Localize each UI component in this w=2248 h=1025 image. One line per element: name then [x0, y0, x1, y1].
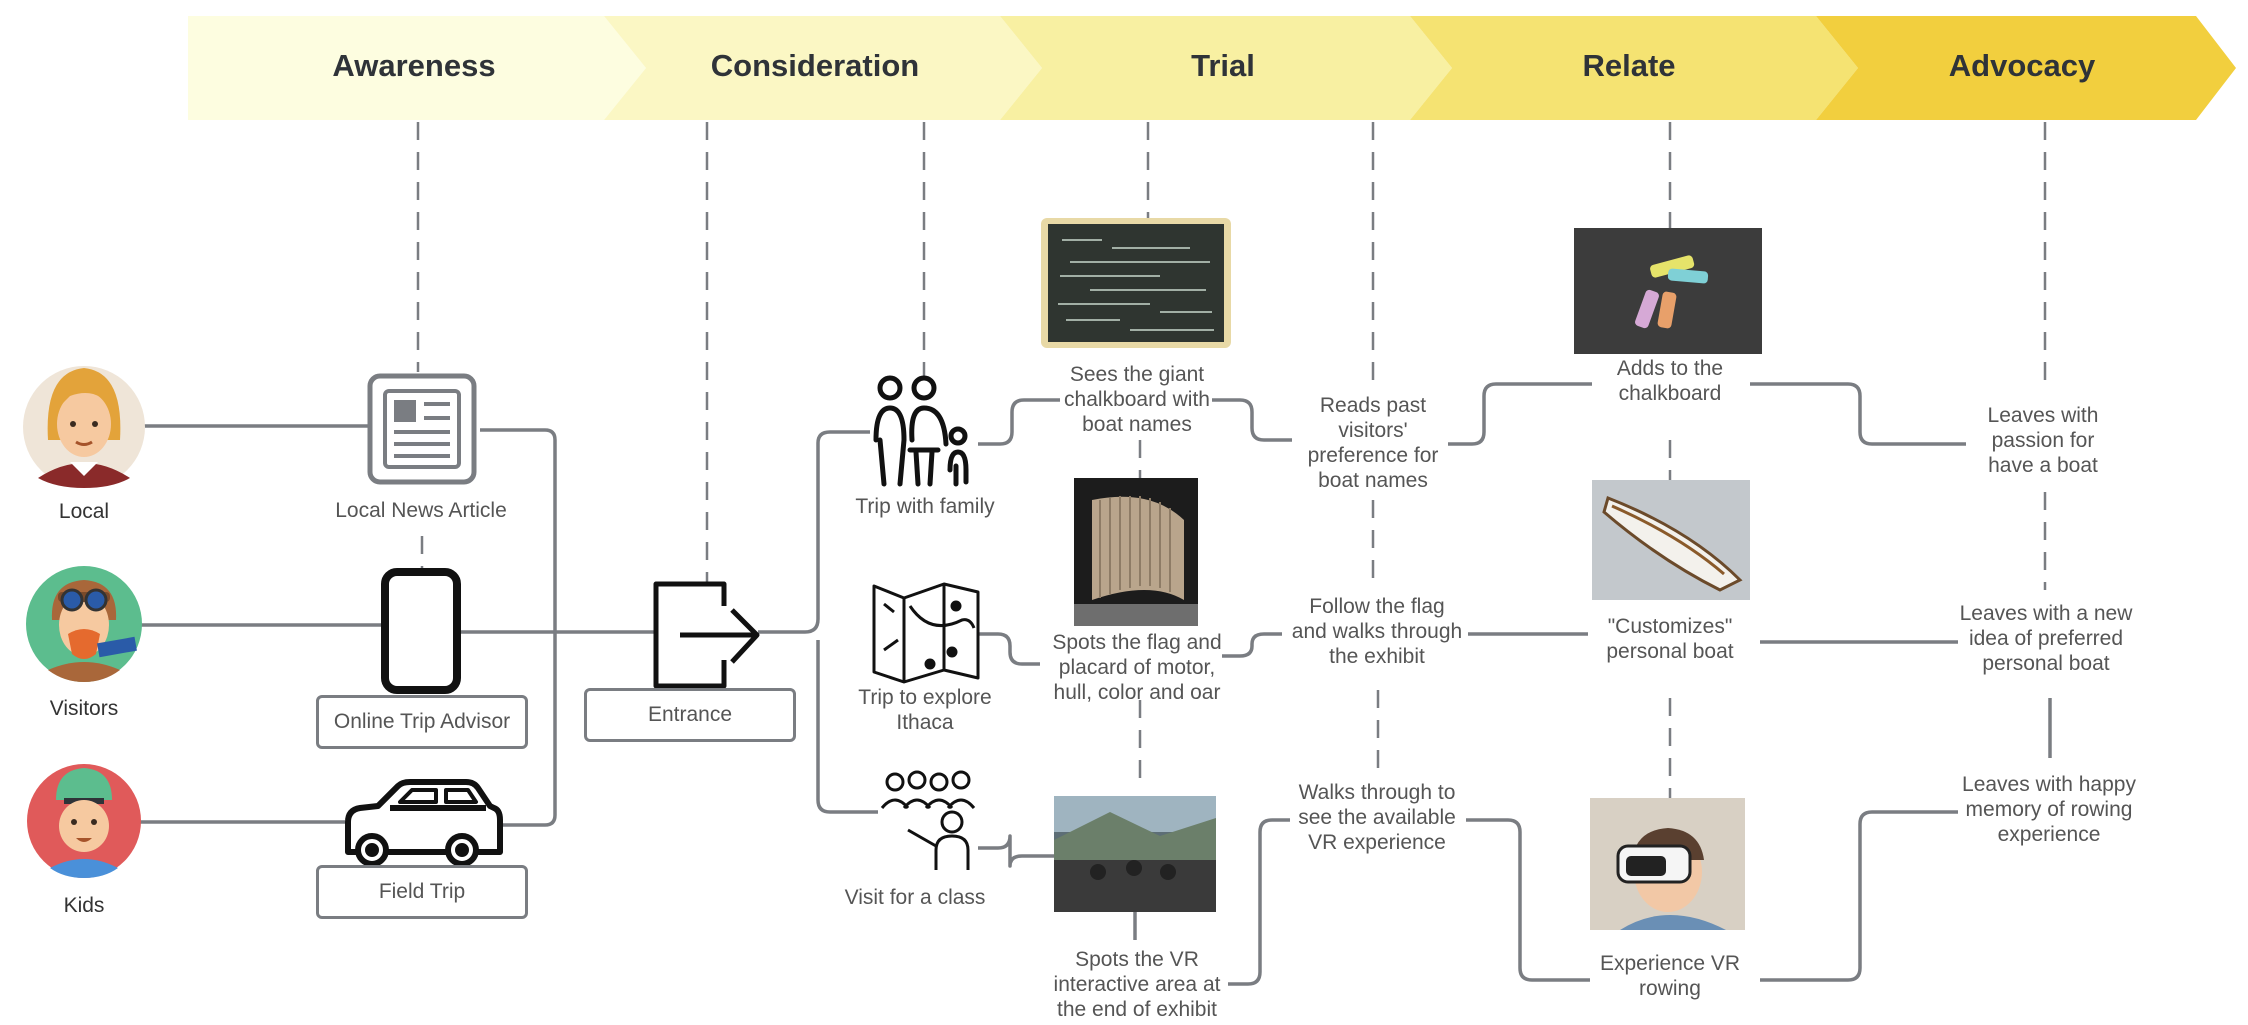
woman-avatar-icon: [23, 366, 145, 488]
trial-label-walks: Walks through to see the available VR ex…: [1298, 781, 1456, 854]
trial-label-follow: Follow the flag and walks through the ex…: [1291, 595, 1463, 668]
channel-box-online: Online Trip Advisor: [316, 695, 528, 749]
dashed-guides: [416, 122, 2047, 800]
vr-headset-photo: [1590, 798, 1745, 930]
car-icon: [345, 779, 503, 867]
channel-label-news: Local News Article: [335, 499, 507, 522]
trial-label-chalkboard: Sees the giant chalkboard with boat name…: [1064, 363, 1210, 436]
trial-label-reads: Reads past visitors' preference for boat…: [1307, 394, 1439, 492]
map-icon: [872, 582, 980, 684]
persona-label-visitors: Visitors: [49, 697, 119, 720]
entrance-icon: [653, 581, 760, 689]
relate-label-experience: Experience VR rowing: [1599, 952, 1741, 1000]
stage-title-trial: Trial: [1191, 48, 1255, 83]
smartphone-icon: [381, 568, 461, 694]
stage-arrow-advocacy: [1816, 16, 2236, 120]
stage-title-advocacy: Advocacy: [1949, 48, 2096, 83]
chalkboard-photo: [1041, 218, 1231, 348]
vr-room-photo: [1054, 796, 1216, 912]
wooden-boat-photo: [1592, 480, 1750, 600]
advocacy-label-passion: Leaves with passion for have a boat: [1987, 404, 2099, 477]
stage-banner: Awareness Consideration Trial Relate Adv…: [188, 16, 2236, 120]
stage-arrow-trial: [1000, 16, 1452, 120]
channel-box-field: Field Trip: [316, 865, 528, 919]
stage-title-awareness: Awareness: [332, 48, 495, 83]
trip-label-family: Trip with family: [855, 495, 995, 518]
chalk-pieces-photo: [1574, 228, 1762, 354]
trip-label-ithaca: Trip to explore Ithaca: [858, 686, 992, 734]
newspaper-icon: [367, 373, 477, 485]
stage-arrow-consideration: [604, 16, 1042, 120]
child-avatar-icon: [27, 764, 141, 878]
stage-title-relate: Relate: [1582, 48, 1675, 83]
stage-arrow-awareness: [188, 16, 646, 120]
stage-arrow-relate: [1410, 16, 1858, 120]
persona-label-kids: Kids: [63, 894, 105, 917]
trial-label-flag: Spots the flag and placard of motor, hul…: [1052, 631, 1222, 704]
trip-label-class: Visit for a class: [844, 886, 986, 909]
stage-title-consideration: Consideration: [711, 48, 919, 83]
relate-label-customizes: "Customizes" personal boat: [1606, 615, 1734, 663]
entrance-box: Entrance: [584, 688, 796, 742]
exhibit-wall-photo: [1074, 478, 1198, 626]
advocacy-label-idea: Leaves with a new idea of preferred pers…: [1959, 602, 2133, 675]
classroom-icon: [880, 770, 976, 870]
flow-connectors: [138, 382, 2052, 986]
aviator-avatar-icon: [26, 566, 142, 682]
relate-label-adds: Adds to the chalkboard: [1616, 357, 1724, 405]
family-icon: [873, 375, 969, 487]
persona-label-local: Local: [58, 500, 110, 523]
advocacy-label-memory: Leaves with happy memory of rowing exper…: [1962, 773, 2136, 846]
trial-label-vr: Spots the VR interactive area at the end…: [1053, 948, 1221, 1021]
